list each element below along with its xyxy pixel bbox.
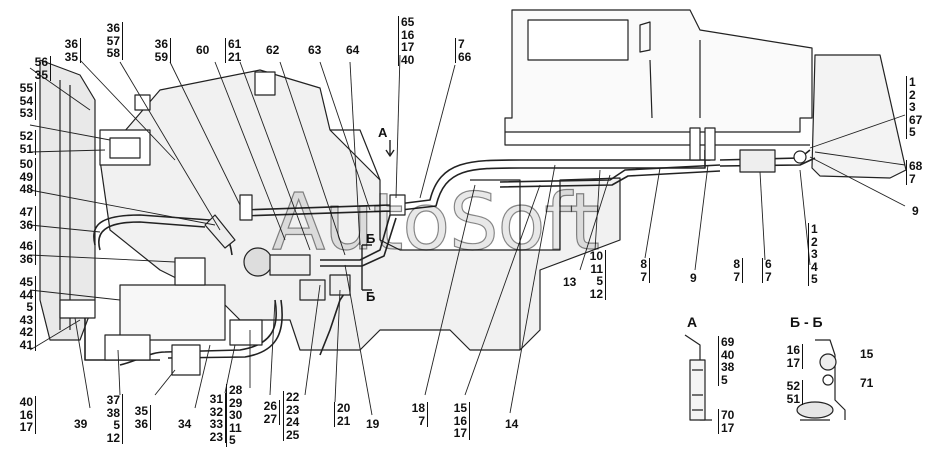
callout-39: 39 — [74, 417, 88, 431]
section-bb-detail — [796, 339, 846, 421]
callout-14: 14 — [505, 417, 519, 431]
radiator-block — [39, 59, 151, 341]
section-bb-title: Б - Б — [790, 314, 823, 330]
callout-19: 19 — [366, 417, 380, 431]
callout-15: 15 — [860, 347, 874, 361]
view-a-title: А — [687, 314, 698, 330]
callout-62: 62 — [266, 43, 280, 57]
callout-9-b: 9 — [912, 204, 919, 218]
callout-9-a: 9 — [690, 271, 697, 285]
callout-64: 64 — [346, 43, 360, 57]
callout-71: 71 — [860, 376, 874, 390]
callout-63: 63 — [308, 43, 322, 57]
connector-block — [59, 127, 807, 376]
chassis-frame — [99, 69, 621, 351]
callout-60: 60 — [196, 43, 210, 57]
section-b-bottom-label: Б — [366, 289, 376, 304]
section-arrows — [361, 140, 395, 291]
callout-13: 13 — [563, 275, 577, 289]
pump-unit — [204, 194, 311, 277]
view-a-detail — [684, 334, 712, 421]
section-b-top-label: Б — [366, 231, 376, 246]
callout-34: 34 — [178, 417, 192, 431]
leader-lines — [29, 54, 906, 416]
tank-box — [119, 257, 226, 341]
pipe-lines — [84, 149, 816, 366]
cab-outline — [504, 9, 907, 179]
view-a-arrow-label: А — [378, 125, 388, 140]
